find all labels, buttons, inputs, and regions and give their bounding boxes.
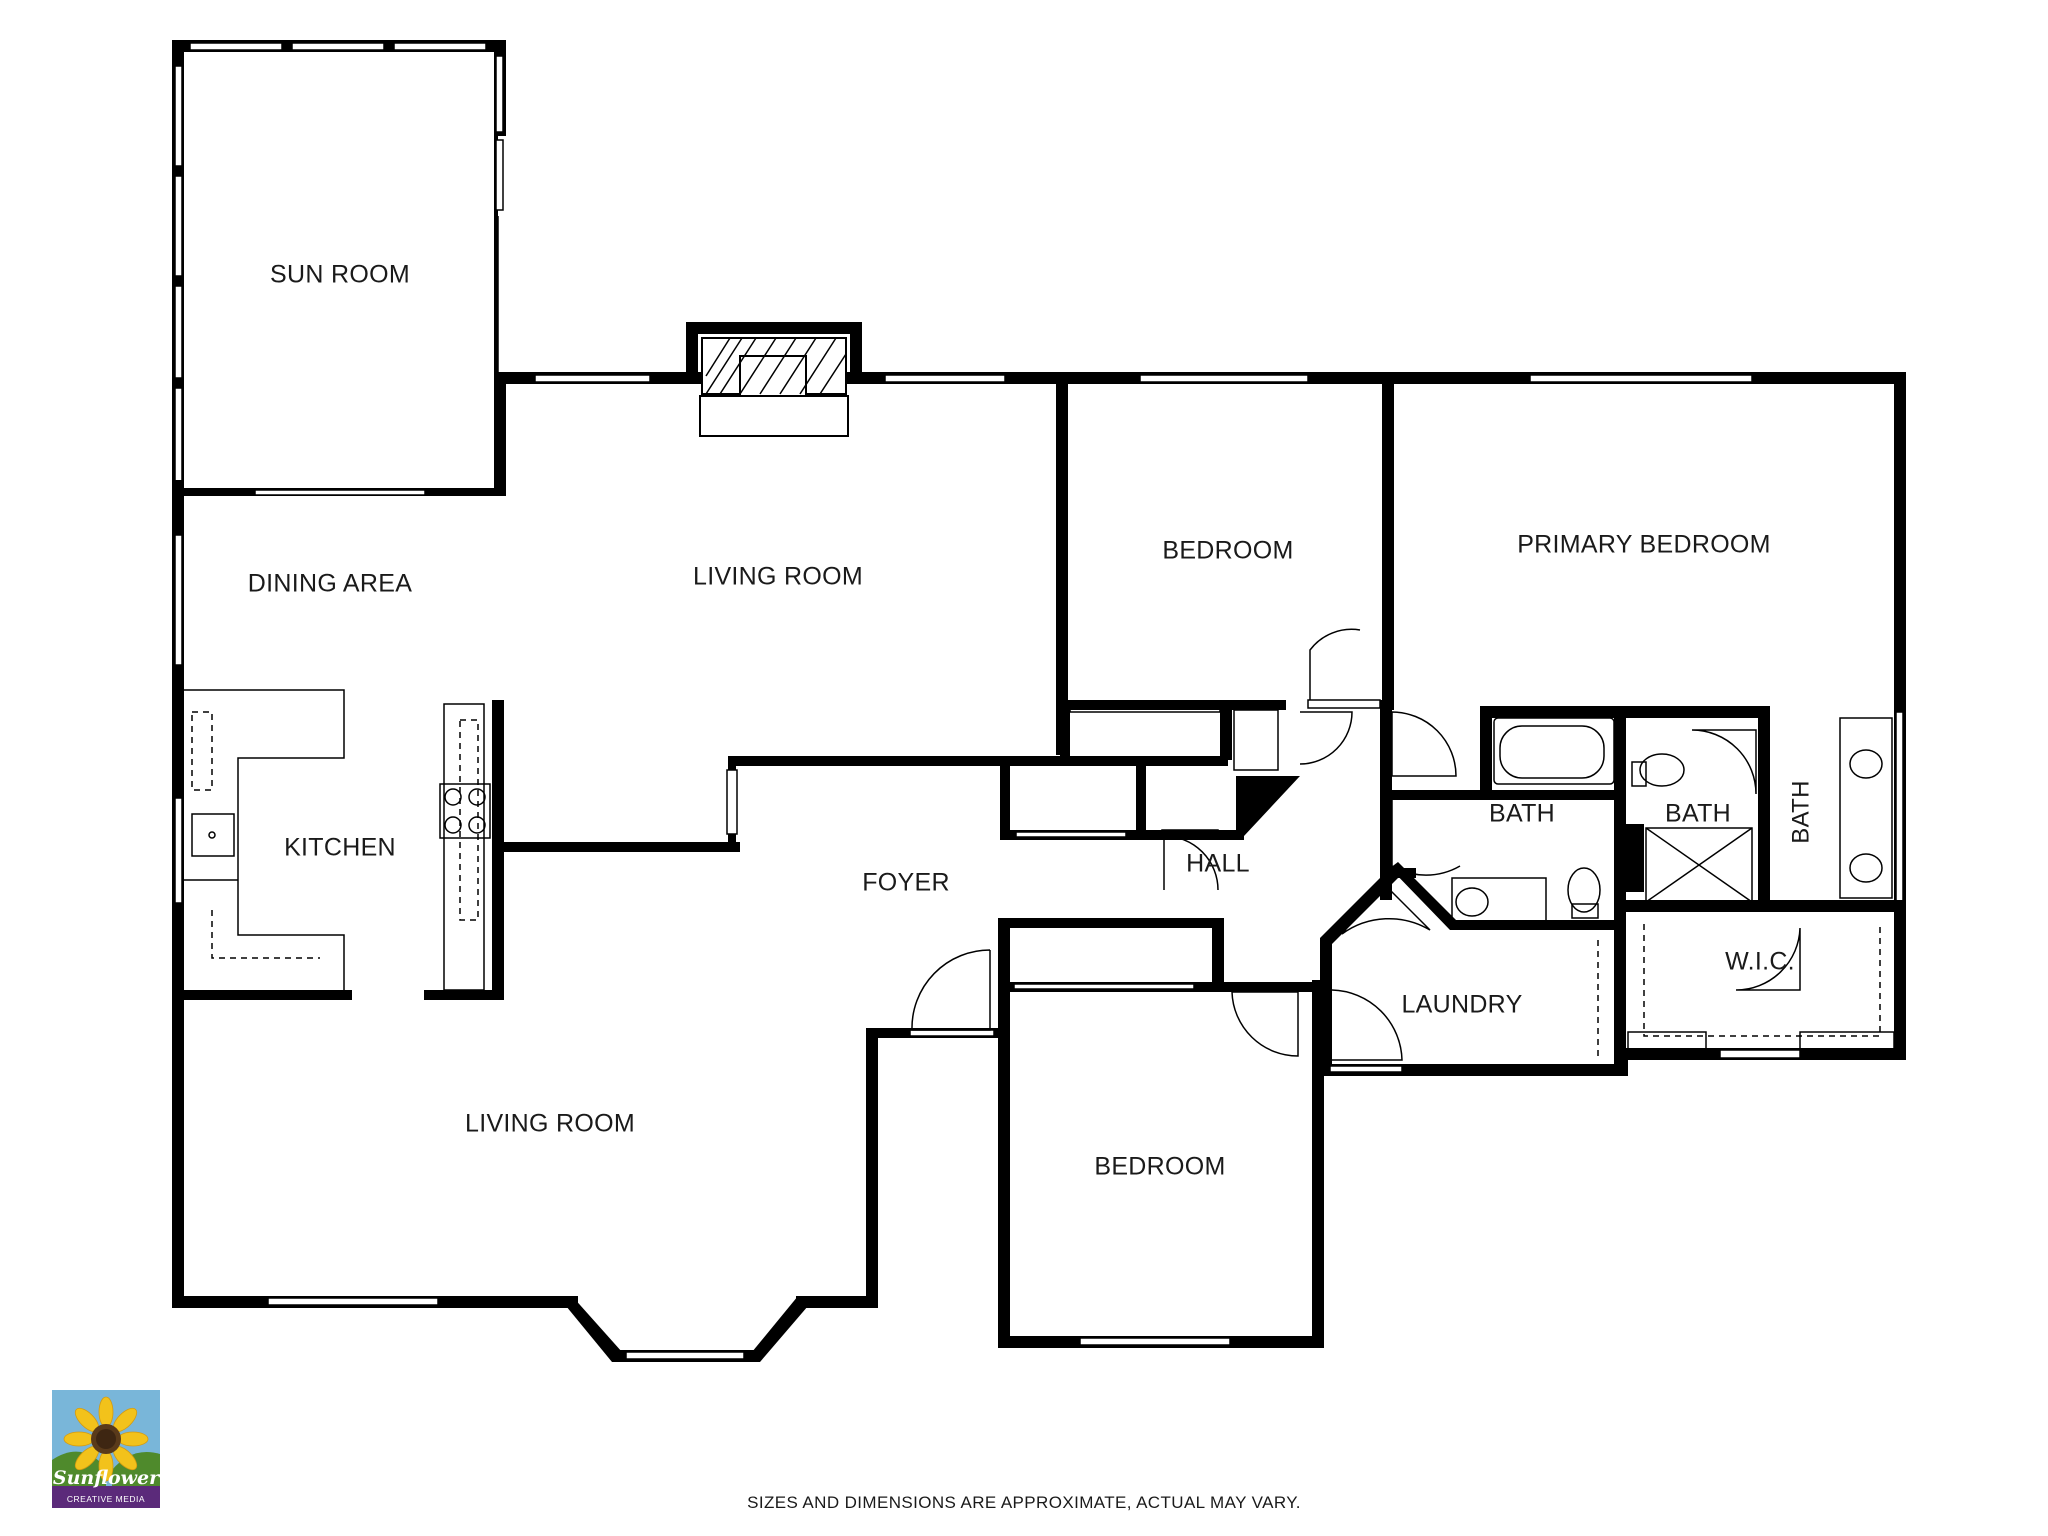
bedroom-lower-walls [866, 918, 1324, 1348]
label-wic: W.I.C. [1725, 948, 1795, 976]
label-living-room-upper: LIVING ROOM [693, 563, 863, 591]
label-living-room-lower: LIVING ROOM [465, 1110, 635, 1138]
foyer-walls [726, 628, 1381, 891]
logo-name: Sunflower [53, 1467, 160, 1489]
label-hall: HALL [1186, 850, 1250, 878]
room-labels: SUN ROOM DINING AREA LIVING ROOM BEDROOM… [248, 261, 1815, 1181]
logo-tagline: CREATIVE MEDIA [67, 1494, 145, 1504]
main-walls [172, 322, 1906, 1308]
disclaimer-text: SIZES AND DIMENSIONS ARE APPROXIMATE, AC… [747, 1493, 1301, 1512]
kitchen-fixtures [172, 689, 740, 1000]
label-bath-hall: BATH [1489, 800, 1555, 828]
label-dining-area: DINING AREA [248, 570, 412, 598]
label-bath-vanity: BATH [1787, 780, 1814, 843]
label-bath-primary: BATH [1665, 800, 1731, 828]
label-bedroom-lower: BEDROOM [1094, 1153, 1225, 1181]
bath-walls [1320, 700, 1906, 1076]
sunflower-logo: Sunflower CREATIVE MEDIA [52, 1390, 160, 1508]
label-primary-bedroom: PRIMARY BEDROOM [1517, 531, 1771, 559]
label-kitchen: KITCHEN [284, 834, 396, 862]
label-laundry: LAUNDRY [1401, 991, 1522, 1019]
sun-room-walls [172, 40, 506, 500]
living-lower-walls [172, 1296, 878, 1362]
label-bedroom-upper: BEDROOM [1162, 537, 1293, 565]
label-sun-room: SUN ROOM [270, 261, 410, 289]
label-foyer: FOYER [862, 869, 950, 897]
